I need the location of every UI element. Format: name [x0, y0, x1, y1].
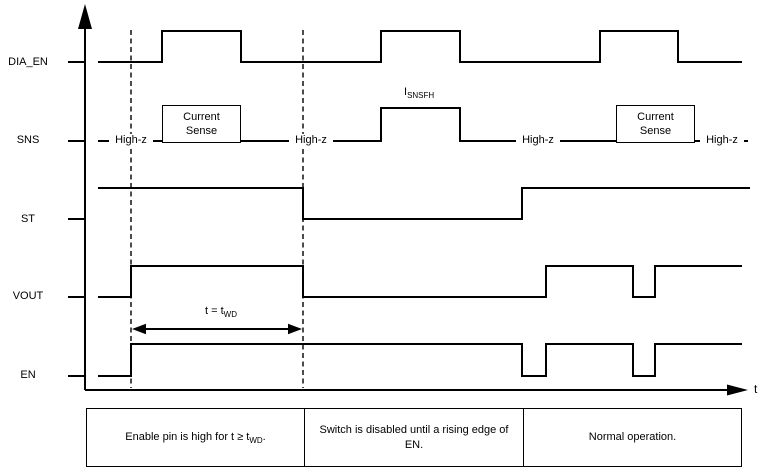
current-sense-box: Current Sense [162, 105, 241, 143]
signal-label-en: EN [20, 369, 36, 381]
highz-label: High-z [700, 134, 744, 147]
highz-label: High-z [289, 134, 333, 147]
note-box-switch-disabled: Switch is disabled until a rising edge o… [304, 409, 523, 466]
signal-label-dia_en: DIA_EN [8, 56, 48, 68]
twd-arrow-left-icon [132, 323, 146, 335]
signal-label-st: ST [20, 213, 36, 225]
note-boxes: Enable pin is high for t ≥ tWD. Switch i… [86, 408, 742, 467]
highz-label: High-z [516, 134, 560, 147]
waveform-st [98, 187, 750, 220]
highz-label: High-z [109, 134, 153, 147]
note-box-enable-high: Enable pin is high for t ≥ tWD. [125, 431, 266, 446]
signal-label-sns: SNS [16, 134, 40, 146]
twd-arrow-right-icon [288, 323, 302, 335]
twd-label: t = tWD [205, 305, 237, 320]
waveform-vout [98, 265, 742, 298]
waveform-sns [98, 107, 748, 142]
y-axis-arrow-icon [78, 4, 92, 29]
current-sense-box: Current Sense [616, 105, 695, 143]
signal-label-vout: VOUT [12, 290, 44, 302]
waveform-en [98, 343, 742, 377]
time-axis-label: t [754, 382, 758, 396]
time-axis-arrow-icon [727, 384, 748, 396]
isnsfh-label: ISNSFH [404, 86, 435, 101]
note-box-normal-operation: Normal operation. [523, 409, 741, 466]
waveform-dia_en [98, 30, 742, 63]
